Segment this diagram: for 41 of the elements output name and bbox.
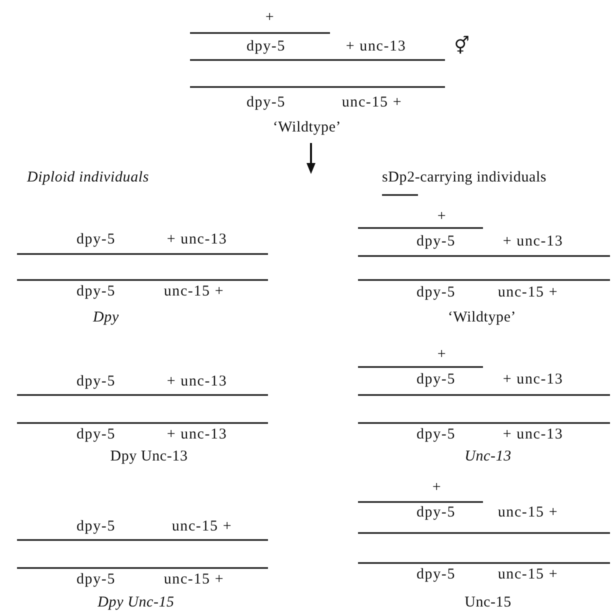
gene-label: dpy-5 (416, 428, 456, 442)
gene-label: dpy-5 (76, 572, 116, 588)
gene-label: unc-15 + (498, 506, 558, 520)
gene-label: + unc-13 (346, 40, 406, 54)
gene-label: dpy-5 (416, 568, 456, 582)
column-heading: Diploid individuals (27, 170, 149, 186)
gene-label: dpy-5 (416, 506, 456, 520)
gene-label: dpy-5 (76, 428, 116, 442)
allele-label: + (437, 210, 447, 224)
gene-label: + unc-13 (166, 232, 228, 248)
gene-label: + unc-13 (502, 234, 564, 250)
gene-label: + unc-13 (502, 428, 564, 442)
gene-label: + unc-13 (166, 428, 228, 442)
gene-label: unc-15 + (164, 284, 224, 300)
gene-label: dpy-5 (416, 286, 456, 300)
phenotype-label: ‘Wildtype’ (448, 310, 516, 326)
phenotype-label: Dpy (93, 310, 119, 326)
phenotype-label: ‘Wildtype’ (272, 120, 342, 136)
gene-label: dpy-5 (76, 232, 116, 248)
gene-label: unc-15 + (498, 568, 558, 582)
gene-label: dpy-5 (246, 40, 286, 54)
gene-label: dpy-5 (416, 372, 456, 388)
phenotype-label: Unc-13 (464, 450, 512, 464)
gene-label: dpy-5 (246, 96, 286, 110)
gene-label: unc-15 + (164, 572, 224, 588)
gene-label: dpy-5 (76, 374, 116, 390)
column-heading: sDp2-carrying individuals (382, 170, 547, 186)
allele-label: + (265, 10, 275, 26)
gene-label: unc-15 + (498, 286, 558, 300)
gene-label: unc-15 + (172, 520, 232, 534)
gene-label: dpy-5 (76, 520, 116, 534)
gene-label: dpy-5 (416, 234, 456, 250)
phenotype-label: Unc-15 (464, 596, 512, 610)
allele-label: + (437, 348, 447, 362)
gene-label: unc-15 + (342, 96, 402, 110)
gene-label: + unc-13 (502, 372, 564, 388)
gene-label: + unc-13 (166, 374, 228, 390)
phenotype-label: Dpy Unc-15 (98, 596, 174, 610)
allele-label: + (432, 480, 442, 496)
gene-label: dpy-5 (76, 284, 116, 300)
phenotype-label: Dpy Unc-13 (110, 450, 188, 464)
